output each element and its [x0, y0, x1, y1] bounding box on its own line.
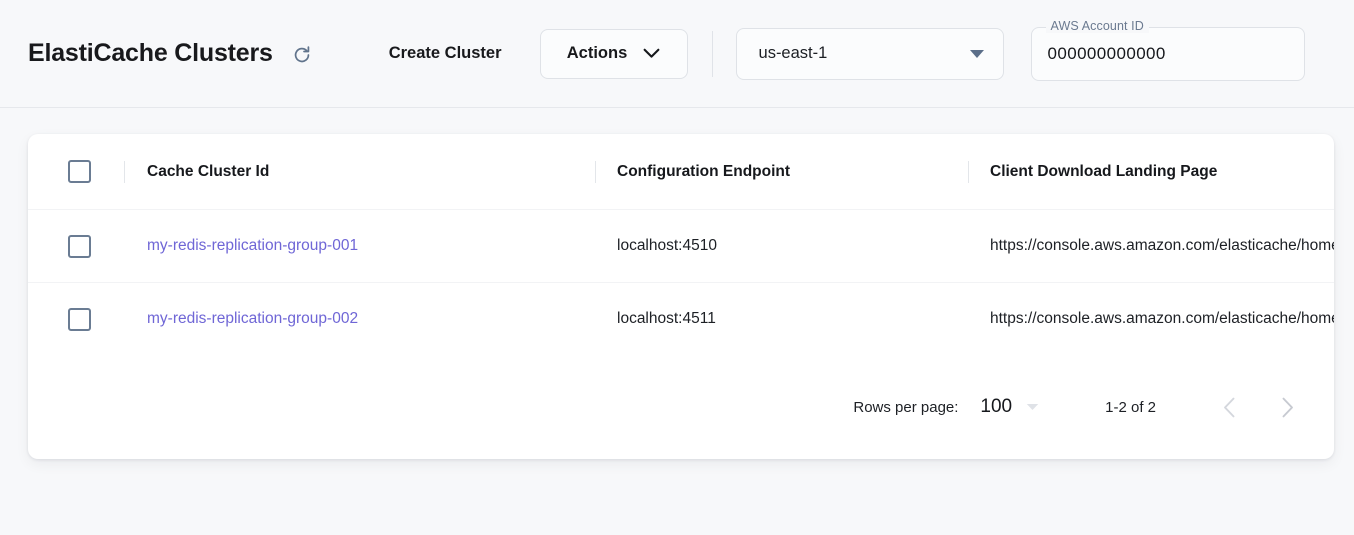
header-divider [711, 30, 713, 77]
endpoint-value: localhost:4511 [617, 310, 716, 327]
select-all-cell [28, 160, 124, 183]
title-group: ElastiCache Clusters [28, 38, 317, 70]
page-title: ElastiCache Clusters [28, 39, 273, 67]
column-header-client-download-landing-page[interactable]: Client Download Landing Page [969, 163, 1334, 181]
caret-down-icon [1026, 404, 1039, 410]
cell-configuration-endpoint: localhost:4511 [596, 310, 968, 328]
cluster-id-link[interactable]: my-redis-replication-group-002 [147, 310, 359, 327]
actions-button-label: Actions [566, 44, 628, 62]
aws-account-id-field[interactable]: AWS Account ID [1030, 18, 1305, 81]
aws-account-id-label: AWS Account ID [1045, 18, 1149, 33]
column-header-label: Client Download Landing Page [990, 162, 1218, 180]
cluster-id-link[interactable]: my-redis-replication-group-001 [147, 237, 359, 254]
column-header-configuration-endpoint[interactable]: Configuration Endpoint [596, 163, 968, 181]
row-select-cell [28, 234, 124, 258]
cell-configuration-endpoint: localhost:4510 [596, 237, 968, 255]
table-row: my-redis-replication-group-001 localhost… [28, 209, 1334, 282]
pagination-next-button[interactable] [1266, 386, 1308, 428]
clusters-card: Cache Cluster Id Configuration Endpoint … [28, 134, 1334, 459]
column-header-cache-cluster-id[interactable]: Cache Cluster Id [125, 163, 595, 181]
table-pagination: Rows per page: 100 1-2 of 2 [28, 355, 1334, 459]
row-checkbox[interactable] [67, 234, 91, 258]
cell-client-download-landing-page: https://console.aws.amazon.com/elasticac… [969, 237, 1334, 255]
chevron-right-icon [1282, 397, 1293, 417]
pagination-range-label: 1-2 of 2 [1105, 398, 1156, 416]
rows-per-page-value: 100 [980, 396, 1013, 417]
rows-per-page-select[interactable]: 100 [980, 396, 1039, 418]
refresh-icon-glyph [294, 45, 310, 62]
aws-account-id-input[interactable] [1047, 43, 1288, 64]
column-header-label: Configuration Endpoint [617, 162, 791, 180]
chevron-left-icon [1223, 397, 1234, 417]
cell-client-download-landing-page: https://console.aws.amazon.com/elasticac… [969, 310, 1334, 328]
actions-button[interactable]: Actions [539, 28, 688, 79]
region-select[interactable]: us-east-1 [735, 27, 1004, 80]
row-checkbox[interactable] [67, 307, 91, 331]
column-header-label: Cache Cluster Id [147, 162, 270, 180]
column-divider [968, 160, 969, 183]
caret-down-icon [969, 49, 984, 58]
refresh-icon[interactable] [287, 40, 317, 70]
clusters-table: Cache Cluster Id Configuration Endpoint … [28, 134, 1334, 459]
select-all-checkbox[interactable] [67, 160, 91, 183]
rows-per-page-label: Rows per page: [853, 398, 959, 416]
column-divider [595, 160, 596, 183]
cell-cache-cluster-id: my-redis-replication-group-001 [125, 237, 595, 255]
region-select-value: us-east-1 [758, 44, 828, 62]
pagination-prev-button[interactable] [1208, 386, 1250, 428]
table-row: my-redis-replication-group-002 localhost… [28, 282, 1334, 355]
page-header: ElastiCache Clusters Create Cluster Acti… [0, 0, 1354, 108]
table-header-row: Cache Cluster Id Configuration Endpoint … [28, 134, 1334, 209]
chevron-down-icon [643, 48, 660, 58]
row-select-cell [28, 307, 124, 331]
cell-cache-cluster-id: my-redis-replication-group-002 [125, 310, 595, 328]
endpoint-value: localhost:4510 [617, 237, 717, 254]
landing-page-value: https://console.aws.amazon.com/elasticac… [990, 237, 1334, 254]
landing-page-value: https://console.aws.amazon.com/elasticac… [990, 310, 1334, 327]
create-cluster-button[interactable]: Create Cluster [385, 36, 506, 71]
column-divider [124, 160, 125, 183]
